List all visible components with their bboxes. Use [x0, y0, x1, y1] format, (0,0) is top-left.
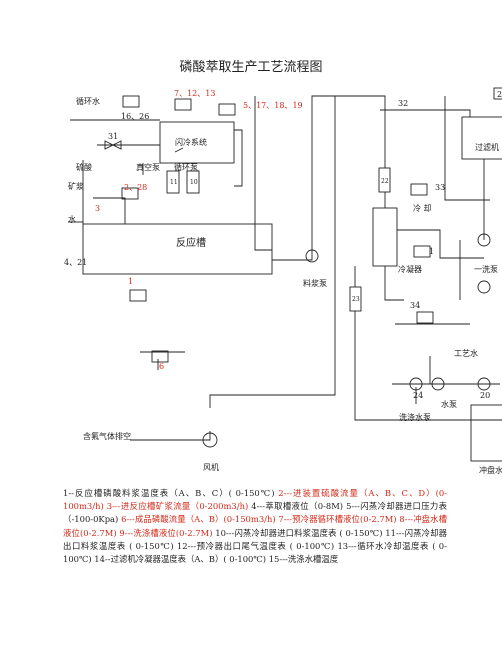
label-slurry-pump: 料浆泵: [303, 278, 327, 288]
legend-item-1: 1--反应槽磷酸料浆温度表（A、B、C）( 0-150℃): [63, 488, 275, 498]
fan-icon: [202, 432, 218, 448]
instrument-box-2-right: [493, 87, 502, 100]
legend-item-15: 15---洗涤水槽温度: [268, 554, 339, 565]
legend-item-13: 13---循环水冷却温度表 ( 0-100℃): [63, 540, 447, 565]
vessel-23: [349, 286, 362, 312]
legend-item-11: 11---闪蒸冷却器出口料浆温度表 ( 0-150℃): [63, 527, 447, 551]
instrument-box-1: [129, 289, 147, 302]
instrument-box-top-left: [122, 95, 140, 108]
instrument-box-2-28: [121, 187, 139, 200]
label-fluorine-exhaust: 含氟气体排空: [83, 431, 131, 441]
process-flow-diagram: 磷酸萃取生产工艺流程图 循环水 16、26 7、12、13 5、17、18、19…: [64, 60, 502, 475]
legend-item-9: 9---洗涤槽液位(0-2.7M): [119, 527, 213, 538]
wash-pump-icon: [409, 377, 423, 391]
label-31: 31: [108, 132, 118, 141]
legend-item-12: 12---预冷器出口尾气温度表 ( 0-100℃): [176, 540, 335, 551]
instrument-box-34: [416, 311, 434, 324]
label-4-21: 4、21: [64, 258, 87, 267]
legend-item-2: 2---进装置硫酸流量（A、B、C、D）(0-100m3/h): [63, 488, 447, 512]
label-16-26: 16、26: [121, 112, 149, 121]
legend-item-8: 8---冲盘水槽液位(0-2.7M): [63, 514, 447, 538]
label-vacuum-pump: 真空泵: [136, 162, 160, 172]
label-fan: 风机: [203, 462, 219, 472]
wash-tank-box: [470, 404, 502, 462]
label-water-pump: 水泵: [441, 399, 457, 409]
first-wash-pump-icon: [477, 233, 491, 247]
label-wash-tank: 洗涤水泵: [399, 412, 431, 422]
valve-left-half: [104, 140, 115, 150]
label-water: 水: [68, 214, 76, 224]
reactor-box: [82, 223, 273, 275]
instrument-box-7-12-13: [174, 98, 192, 111]
label-cooling: 冷 却: [413, 203, 432, 213]
label-circulation-pump: 循环泵: [174, 162, 198, 172]
right-pump-icon: [477, 280, 491, 294]
label-3: 3: [95, 204, 100, 213]
slurry-pump-icon: [305, 249, 319, 263]
label-34: 34: [410, 301, 420, 310]
instrument-box-5: [218, 103, 236, 116]
legend-item-4: 4---萃取槽液位（0-8M): [251, 501, 344, 512]
label-wash-tank-right: 冲盘水: [479, 465, 502, 475]
label-24: 24: [413, 391, 423, 400]
label-sulfuric-acid: 硫酸: [76, 162, 92, 172]
label-23: 23: [352, 296, 360, 303]
instrument-legend: 1--反应槽磷酸料浆温度表（A、B、C）( 0-150℃) 2---进装置硫酸流…: [63, 487, 447, 566]
legend-item-6: 6---成品磷酸流量（A、B）(0-150m3/h): [121, 514, 276, 525]
filter-box: [461, 116, 502, 160]
label-1: 1: [128, 277, 133, 286]
label-ore-slurry: 矿浆: [68, 181, 84, 191]
label-condenser: 冷凝器: [398, 264, 422, 274]
valve-right-half: [111, 140, 122, 150]
label-2-28: 2、28: [124, 183, 147, 192]
label-7-12-13: 7、12、13: [174, 89, 215, 98]
label-10: 10: [190, 179, 198, 186]
label-reactor: 反应槽: [176, 236, 206, 249]
label-cooling-water: 循环水: [76, 96, 100, 106]
label-33: 33: [435, 183, 445, 192]
right-lower-pump-icon: [477, 377, 491, 391]
legend-item-14: 14--过滤机冷凝器温度表（A、B）( 0-100℃): [94, 554, 267, 565]
instrument-box-6: [151, 350, 169, 363]
legend-item-7: 7---预冷器循环槽液位(0-2.7M): [278, 514, 397, 525]
label-1-right: 1: [429, 247, 434, 256]
vessel-11: [166, 170, 180, 194]
label-6: 6: [159, 362, 164, 371]
label-22: 22: [381, 178, 389, 185]
legend-item-10: 10---闪蒸冷却器进口料浆温度表 ( 0-150℃): [215, 527, 383, 538]
vessel-22: [378, 167, 391, 193]
legend-item-5: 5---闪蒸冷却器进口压力表（-100-0Kpa): [63, 501, 448, 525]
instrument-box-33: [410, 183, 428, 196]
label-filter: 过滤机: [475, 142, 499, 152]
instrument-box-1-right: [413, 245, 431, 258]
label-process-water: 工艺水: [454, 348, 478, 358]
condenser-column: [372, 207, 398, 267]
label-20: 20: [480, 391, 490, 400]
label-11: 11: [170, 179, 178, 186]
label-5-17-18-19: 5、17、18、19: [243, 101, 303, 110]
diagram-title: 磷酸萃取生产工艺流程图: [179, 60, 322, 75]
label-32: 32: [398, 99, 408, 108]
label-flash-system: 闪冷系统: [175, 137, 207, 147]
flash-cooling-box: [159, 121, 235, 164]
legend-item-3: 3---进反应槽矿浆流量（0-200m3/h): [106, 501, 249, 512]
label-2-right: 2: [497, 90, 502, 99]
vessel-10: [186, 170, 200, 194]
water-pump-icon: [431, 377, 445, 391]
label-first-wash: 一洗泵: [474, 264, 498, 274]
